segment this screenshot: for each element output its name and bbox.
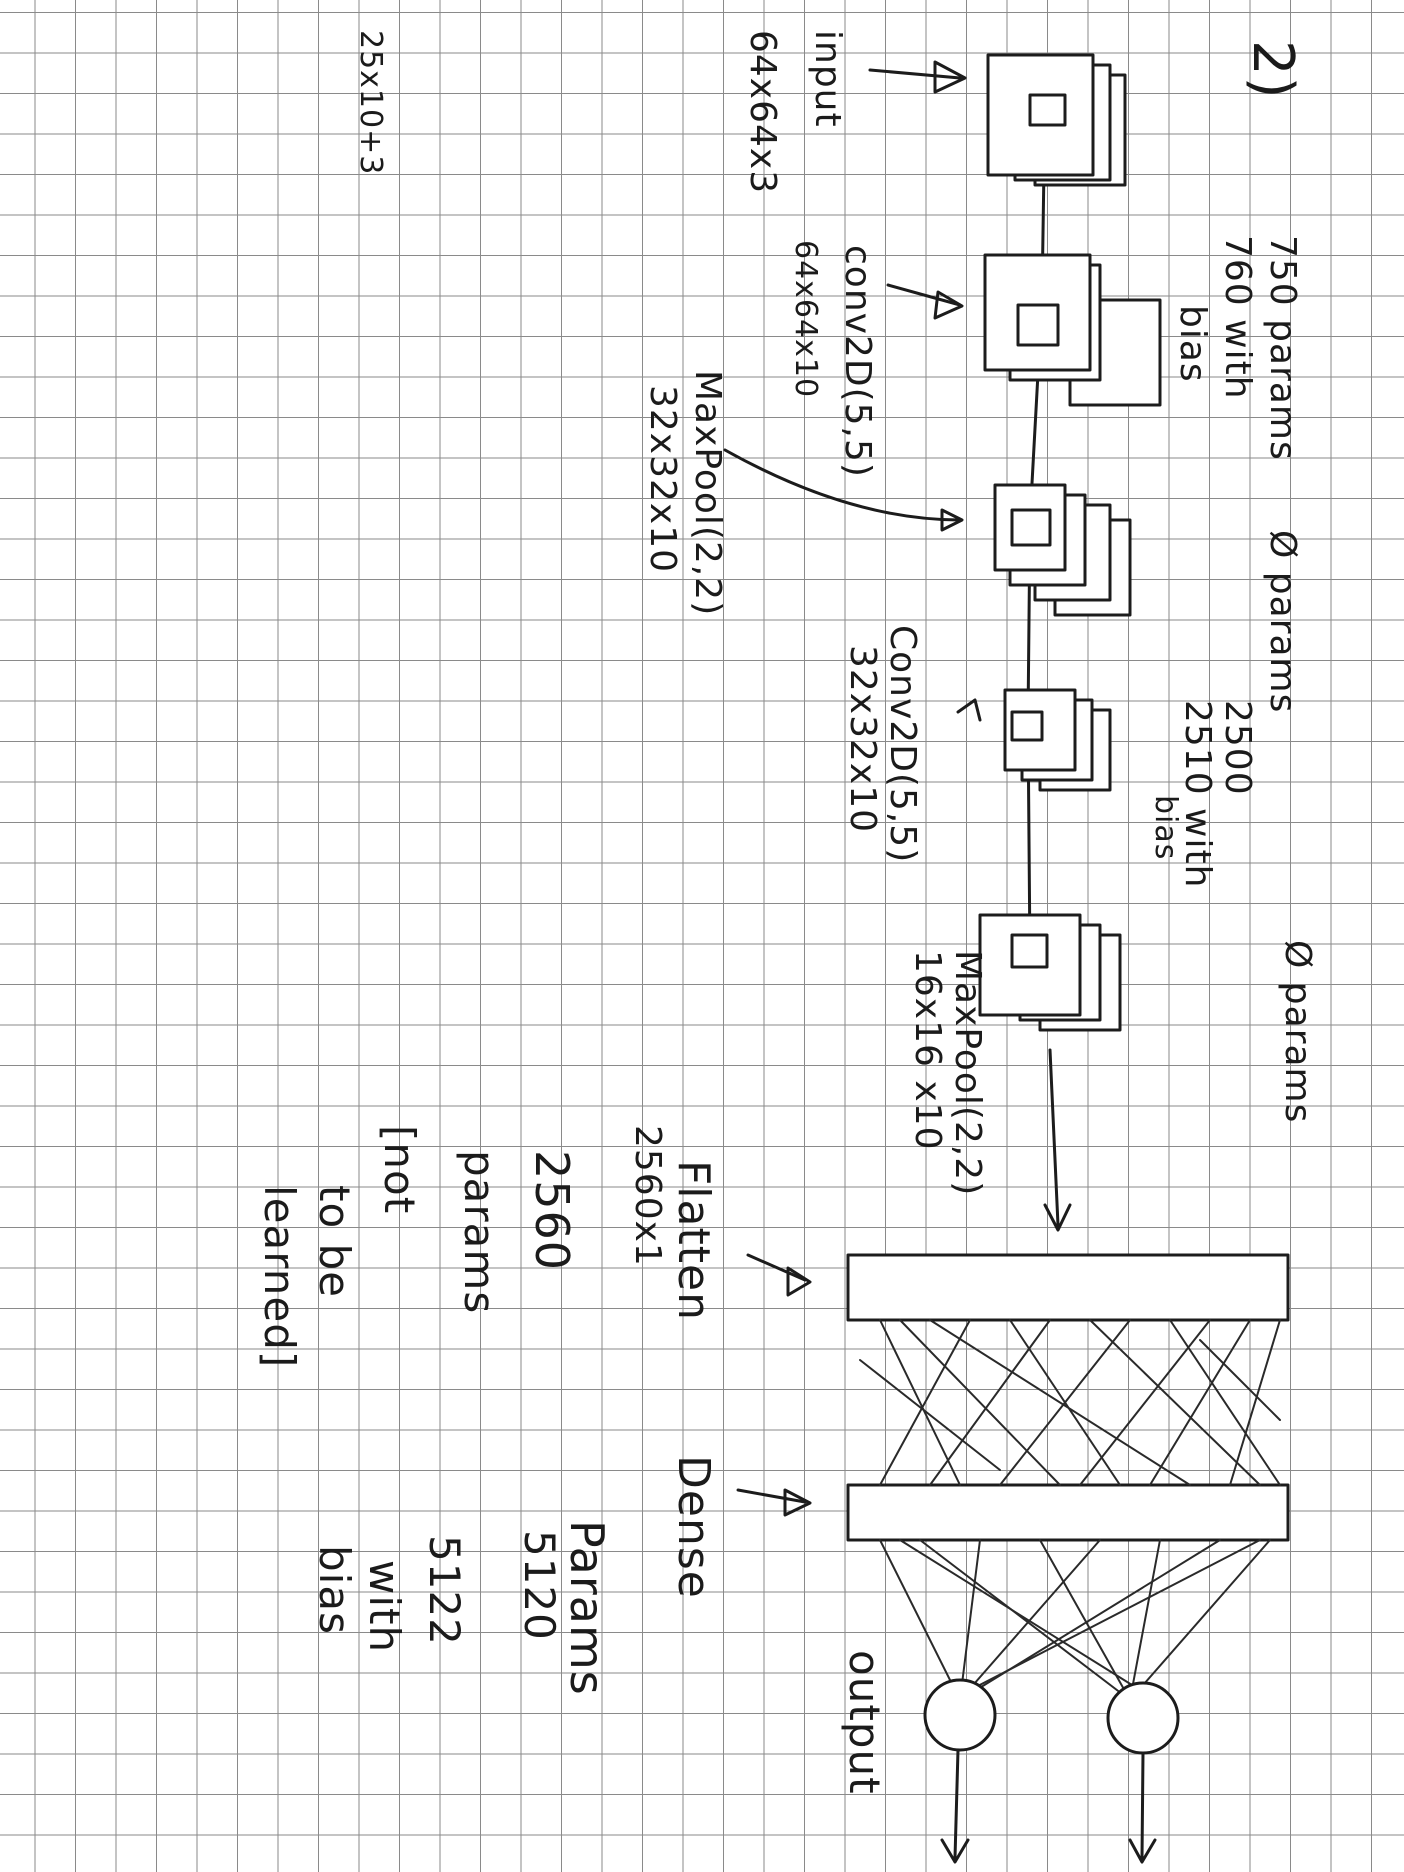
flatten-param-unit: params [458,1150,500,1314]
conv2-params: 2500 [1219,700,1255,796]
conv1-label: conv2D(5,5) [839,245,875,478]
conv2-params-bias2: bias [1150,795,1180,860]
dense-bar [848,1485,1288,1540]
problem-number: 2) [1244,40,1300,99]
conv2-arrow [958,700,980,720]
input-arrow [870,70,960,78]
dense-params-bias: bias [313,1545,355,1635]
pool1-label: MaxPool(2,2) [689,370,725,616]
pool2-to-flatten-arrow [1050,1050,1058,1225]
flatten-arrow [748,1255,805,1280]
flatten-shape: 2560x1 [629,1125,665,1267]
pool2-params: Ø params [1279,940,1315,1123]
output-label: output [843,1650,885,1795]
dense-params-label: Params [564,1520,610,1696]
pool2-shape: 16x16 x10 [909,950,945,1150]
flatten-arrow-head [788,1268,810,1295]
conv2-feature-map [1005,690,1110,790]
dense-label: Dense [671,1455,715,1599]
flatten-bar [848,1255,1288,1320]
side-note: 25x10+3 [355,30,385,175]
conv2-params-bias: 2510 with [1179,700,1215,888]
dense-params-bias-count: 5122 [423,1535,465,1646]
conv1-arrow [888,285,960,305]
flatten-param-count: 2560 [529,1150,575,1271]
output-neuron-2 [1108,1683,1178,1753]
flatten-note-2: to be [313,1185,355,1298]
dense-params-with: with [363,1560,405,1653]
output-neuron-1 [925,1680,995,1750]
flatten-label: Flatten [671,1160,715,1321]
dense-connections [860,1320,1280,1485]
conv2-label: Conv2D(5,5) [884,625,920,863]
pool1-params: Ø params [1264,530,1300,713]
pool1-feature-map [995,485,1130,615]
conv2-shape: 32x32x10 [844,645,880,833]
pool1-shape: 32x32x10 [644,385,680,573]
flatten-note-1: [not [378,1125,420,1214]
conv1-params: 750 params [1264,235,1300,461]
conv1-params-bias: 760 with [1219,235,1255,400]
conv1-params-bias2: bias [1174,305,1210,383]
input-label: input [809,30,845,128]
conv1-arrow-head [935,292,962,318]
flatten-note-3: learned] [258,1185,300,1368]
input-feature-map [988,55,1125,185]
output-connections [880,1540,1270,1700]
output-arrow-1 [955,1750,958,1858]
conv1-shape: 64x64x10 [790,240,820,398]
conv1-feature-map [985,255,1160,405]
input-shape: 64x64x3 [744,30,780,194]
output-arrow-2 [1142,1753,1143,1858]
pool2-feature-map [980,915,1120,1030]
pool2-label: MaxPool(2,2) [949,950,985,1196]
dense-arrow-head [785,1490,810,1515]
dense-params-count: 5120 [518,1530,560,1641]
